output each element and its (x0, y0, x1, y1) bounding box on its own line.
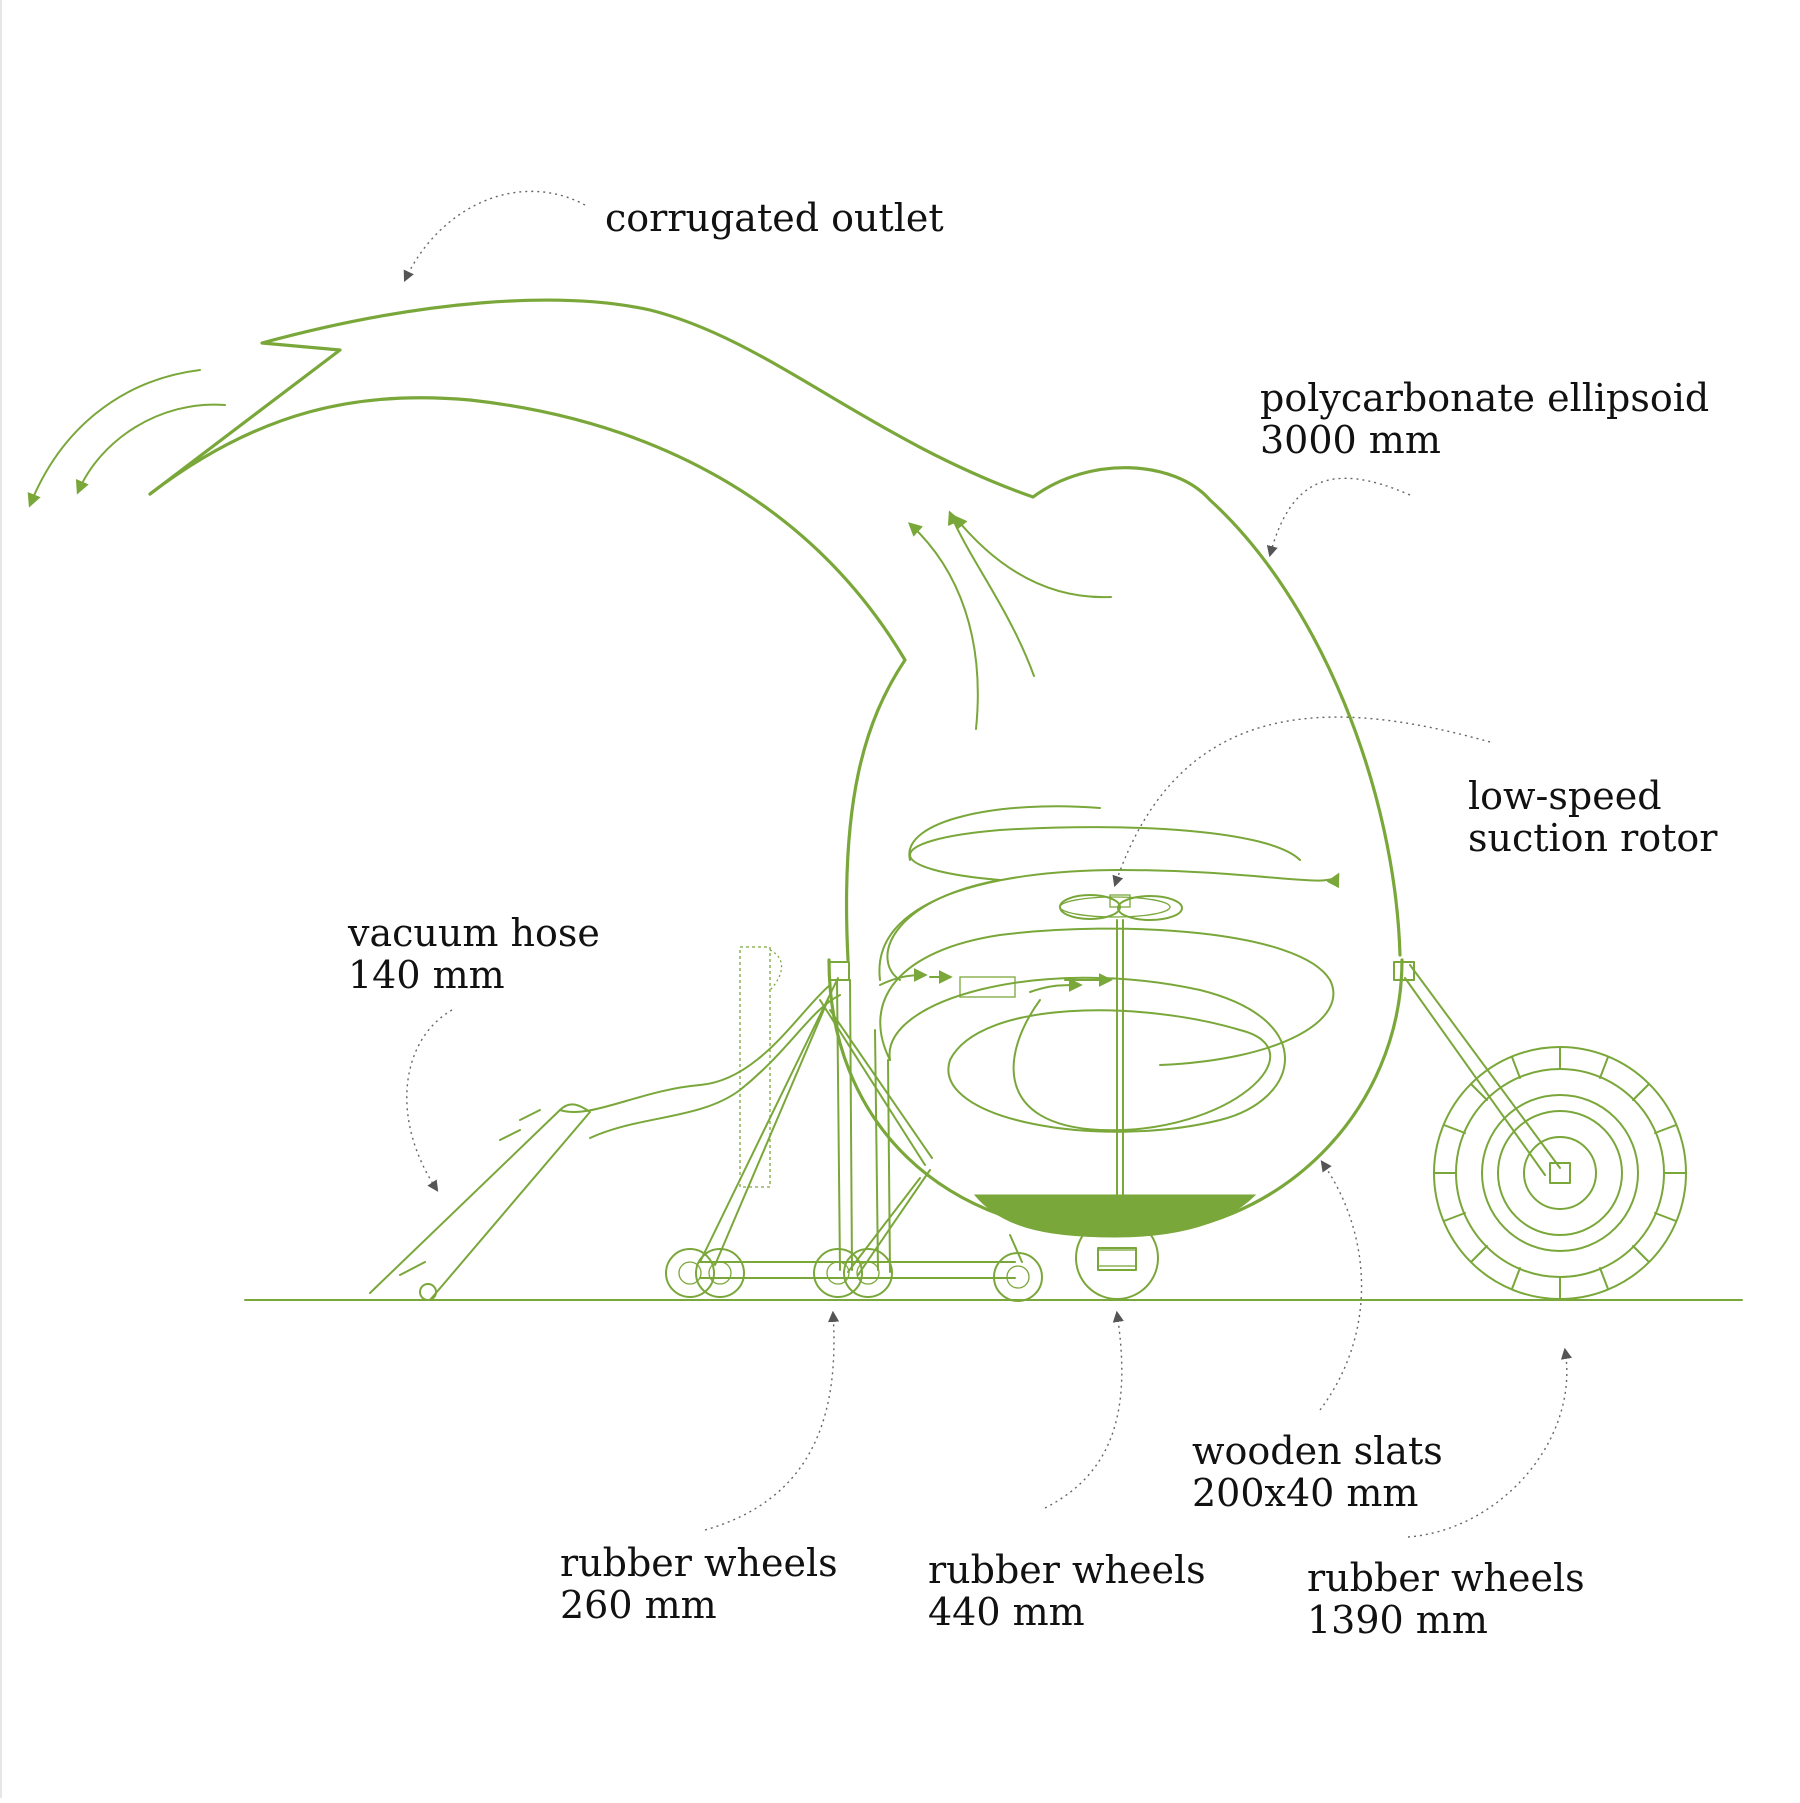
pointer-arrows (403, 190, 1572, 1538)
inlet-flow-arrows (879, 968, 1113, 998)
label-line: 200x40 mm (1192, 1471, 1419, 1515)
label-line: 260 mm (560, 1583, 717, 1627)
label-suction-rotor: low-speed suction rotor (1468, 775, 1717, 859)
polycarbonate-ellipsoid (148, 298, 1404, 1237)
label-rubber-wheels-440: rubber wheels 440 mm (928, 1549, 1206, 1633)
label-line: 440 mm (928, 1590, 1085, 1634)
label-line: rubber wheels (560, 1541, 838, 1585)
wooden-slats (1097, 1247, 1137, 1271)
label-line: low-speed (1468, 774, 1662, 818)
label-corrugated-outlet: corrugated outlet (605, 197, 944, 239)
spiral-airflow (878, 805, 1340, 1133)
label-rubber-wheels-1390: rubber wheels 1390 mm (1307, 1557, 1585, 1641)
airflow-arrows (907, 510, 1112, 730)
outflow-arrows (27, 369, 226, 508)
label-line: wooden slats (1192, 1429, 1443, 1473)
collected-material (973, 1194, 1257, 1238)
suction-rotor (1059, 894, 1183, 1196)
label-line: corrugated outlet (605, 196, 944, 240)
label-line: vacuum hose (348, 911, 600, 955)
rubber-wheel-medium (1075, 1216, 1159, 1300)
rubber-wheels-small (665, 1248, 1043, 1302)
label-line: rubber wheels (928, 1548, 1206, 1592)
label-wooden-slats: wooden slats 200x40 mm (1192, 1430, 1443, 1514)
label-line: suction rotor (1468, 816, 1718, 860)
label-rubber-wheels-260: rubber wheels 260 mm (560, 1542, 838, 1626)
vacuum-hose (369, 946, 841, 1301)
rubber-wheel-large (1433, 1046, 1687, 1300)
label-line: 3000 mm (1260, 418, 1441, 462)
label-polycarbonate-ellipsoid: polycarbonate ellipsoid 3000 mm (1260, 377, 1709, 461)
label-line: 1390 mm (1307, 1598, 1488, 1642)
label-line: 140 mm (348, 953, 505, 997)
label-line: polycarbonate ellipsoid (1260, 376, 1710, 420)
label-vacuum-hose: vacuum hose 140 mm (348, 912, 600, 996)
label-line: rubber wheels (1307, 1556, 1585, 1600)
